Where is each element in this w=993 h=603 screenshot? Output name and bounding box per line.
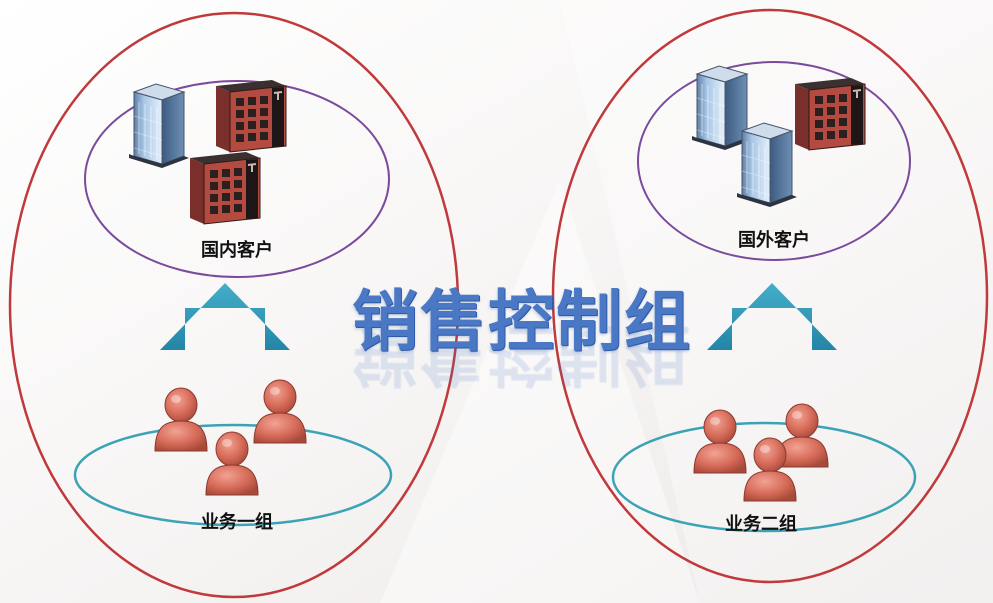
office-building-icon	[736, 122, 798, 208]
right-customer-ellipse	[637, 61, 911, 261]
left-group	[8, 11, 460, 599]
right-team-ellipse	[611, 421, 917, 533]
right-customer-label: 国外客户	[738, 230, 810, 251]
factory-building-icon	[189, 151, 261, 225]
right-group	[551, 8, 989, 584]
diagram-title: 销售控制组	[352, 283, 692, 360]
office-building-icon	[128, 83, 190, 169]
right-team-label: 业务二组	[725, 514, 797, 535]
left-customer-ellipse	[84, 80, 390, 278]
factory-building-icon	[794, 77, 866, 151]
right-outer-ellipse	[551, 8, 989, 584]
left-team-label: 业务一组	[201, 512, 273, 533]
factory-building-icon	[215, 79, 287, 153]
background-sheen-2	[380, 180, 700, 603]
left-customer-label: 国内客户	[201, 240, 273, 261]
left-outer-ellipse	[8, 11, 460, 599]
left-team-ellipse	[73, 423, 393, 527]
